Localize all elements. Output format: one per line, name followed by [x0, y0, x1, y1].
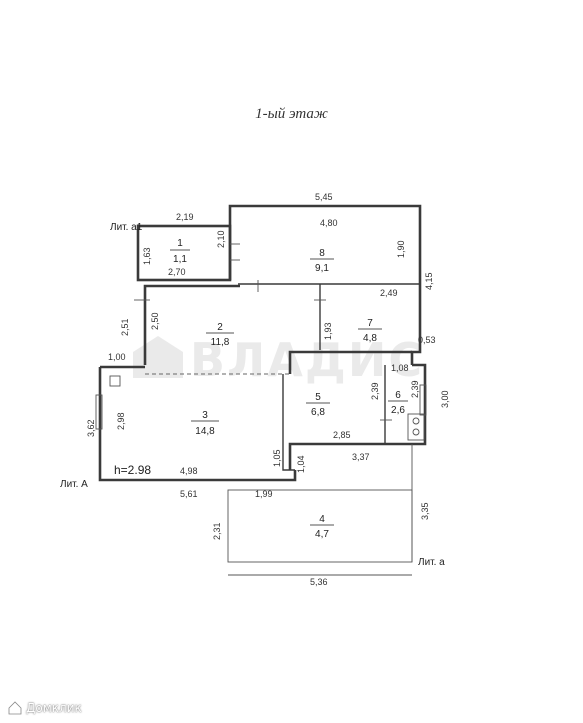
dim-0-53: 0,53	[418, 335, 436, 345]
room-5-top	[288, 350, 412, 374]
room-8-number: 8	[319, 248, 325, 259]
room-3-number: 3	[202, 410, 208, 421]
dim-2-50: 2,50	[150, 312, 160, 330]
dim-3-62: 3,62	[86, 419, 96, 437]
watermark-text: ВЛАДИС	[190, 333, 424, 387]
room-labels: 1 1,1 8 9,1 2 11,8 7 4,8 3 14,8 5 6,8 6 …	[170, 238, 408, 540]
dim-2-39-left: 2,39	[370, 382, 380, 400]
room-3-area: 14,8	[195, 426, 215, 437]
room-1-number: 1	[177, 238, 183, 249]
window-3	[95, 394, 103, 430]
ceiling-height: h=2.98	[114, 463, 151, 477]
walls	[95, 204, 427, 563]
dim-2-49: 2,49	[380, 288, 398, 298]
label-lit-a: Лит. а	[418, 557, 445, 568]
dim-2-31: 2,31	[212, 522, 222, 540]
dim-3-37: 3,37	[352, 452, 370, 462]
burner-icon	[412, 417, 420, 425]
label-lit-A: Лит. А	[60, 479, 88, 490]
dim-1-04: 1,04	[296, 455, 306, 473]
room-7-area: 4,8	[363, 333, 377, 344]
dim-2-10: 2,10	[216, 230, 226, 248]
dim-5-36: 5,36	[310, 577, 328, 587]
room-8-area: 9,1	[315, 263, 329, 274]
dim-2-19: 2,19	[176, 212, 194, 222]
room-2-number: 2	[217, 322, 223, 333]
room-5-area: 6,8	[311, 407, 325, 418]
room-6-area: 2,6	[391, 405, 405, 416]
plan-labels: Лит. а1 Лит. А Лит. а h=2.98	[60, 222, 445, 568]
dim-3-35: 3,35	[420, 502, 430, 520]
brand-watermark: Домклик	[8, 701, 82, 715]
dim-1-63: 1,63	[142, 247, 152, 265]
dim-4-15: 4,15	[424, 272, 434, 290]
room-2-outline	[143, 284, 240, 365]
room-4-number: 4	[319, 514, 325, 525]
label-lit-a1: Лит. а1	[110, 222, 143, 233]
room-4-area: 4,7	[315, 529, 329, 540]
dim-2-70: 2,70	[168, 267, 186, 277]
dim-2-39-right: 2,39	[410, 380, 420, 398]
column	[109, 375, 121, 387]
dim-2-98: 2,98	[116, 412, 126, 430]
room-2-area: 11,8	[211, 337, 230, 348]
dim-1-05: 1,05	[272, 449, 282, 467]
dim-2-51: 2,51	[120, 318, 130, 336]
brand-name: Домклик	[26, 701, 82, 715]
dim-1-99: 1,99	[255, 489, 273, 499]
dim-2-85: 2,85	[333, 430, 351, 440]
window-6	[419, 384, 427, 416]
dim-1-90: 1,90	[396, 240, 406, 258]
right-wall-upper	[410, 283, 422, 365]
room-3-outline	[98, 367, 297, 482]
home-logo-icon	[8, 701, 22, 715]
burner-icon	[412, 428, 420, 436]
room-1-area: 1,1	[173, 254, 187, 265]
house-icon	[133, 336, 183, 378]
dim-1-08: 1,08	[391, 363, 409, 373]
dim-1-93: 1,93	[323, 322, 333, 340]
dim-1-00: 1,00	[108, 352, 126, 362]
dim-3-00: 3,00	[440, 390, 450, 408]
room-6-number: 6	[395, 390, 401, 401]
dim-5-45: 5,45	[315, 192, 333, 202]
floor-title: 1-ый этаж	[255, 106, 328, 122]
dim-5-61: 5,61	[180, 489, 198, 499]
dim-4-98: 4,98	[180, 466, 198, 476]
dim-4-80: 4,80	[320, 218, 338, 228]
room-5-number: 5	[315, 392, 321, 403]
dimensions: 5,45 2,19 4,80 2,10 1,63 2,70 1,90 4,15 …	[86, 192, 450, 587]
room-7-number: 7	[367, 318, 373, 329]
room-4-outline	[227, 489, 413, 563]
watermark: ВЛАДИС	[133, 333, 424, 387]
room-5-6-outline	[288, 363, 427, 470]
stove-icon	[407, 413, 425, 441]
room-8-outline	[228, 204, 422, 283]
